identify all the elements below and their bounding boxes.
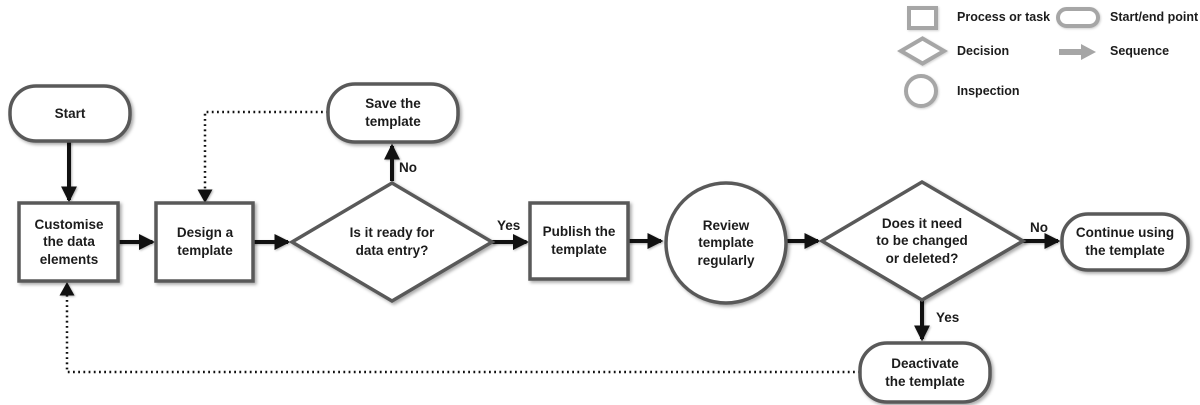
node-customise-shape	[17, 201, 120, 283]
edge-label-ready-no: No	[399, 160, 417, 175]
node-deactivate-shape	[858, 341, 992, 404]
circle-icon	[904, 74, 938, 108]
node-review-shape	[664, 181, 788, 305]
dotted-connector-deactivate-to-customise	[65, 288, 860, 374]
legend-label-decision: Decision	[957, 44, 1010, 58]
edge-label-ready-yes: Yes	[497, 218, 521, 233]
sequence-arrow-icon	[1059, 44, 1096, 60]
dotted-connector-save-to-design	[203, 110, 328, 197]
legend-label-sequence: Sequence	[1110, 44, 1170, 58]
node-continue-shape	[1060, 212, 1190, 272]
stadium-icon	[1056, 7, 1100, 28]
edge-label-change-yes: Yes	[936, 310, 960, 325]
node-decision2-shape	[818, 179, 1027, 303]
node-decision1-shape	[288, 180, 496, 304]
legend-label-process: Process or task	[957, 10, 1051, 24]
legend-label-inspection: Inspection	[957, 84, 1020, 98]
dotted-arrowhead-design	[197, 189, 213, 203]
node-save-shape	[326, 82, 460, 144]
node-design-shape	[154, 201, 255, 283]
diamond-icon	[897, 36, 948, 66]
legend-label-start-end: Start/end point	[1110, 10, 1199, 24]
node-start-shape	[8, 84, 132, 143]
dotted-arrowhead-customise	[59, 282, 75, 296]
square-icon	[907, 6, 938, 30]
edge-label-change-no: No	[1030, 220, 1048, 235]
node-publish-shape	[528, 201, 630, 281]
